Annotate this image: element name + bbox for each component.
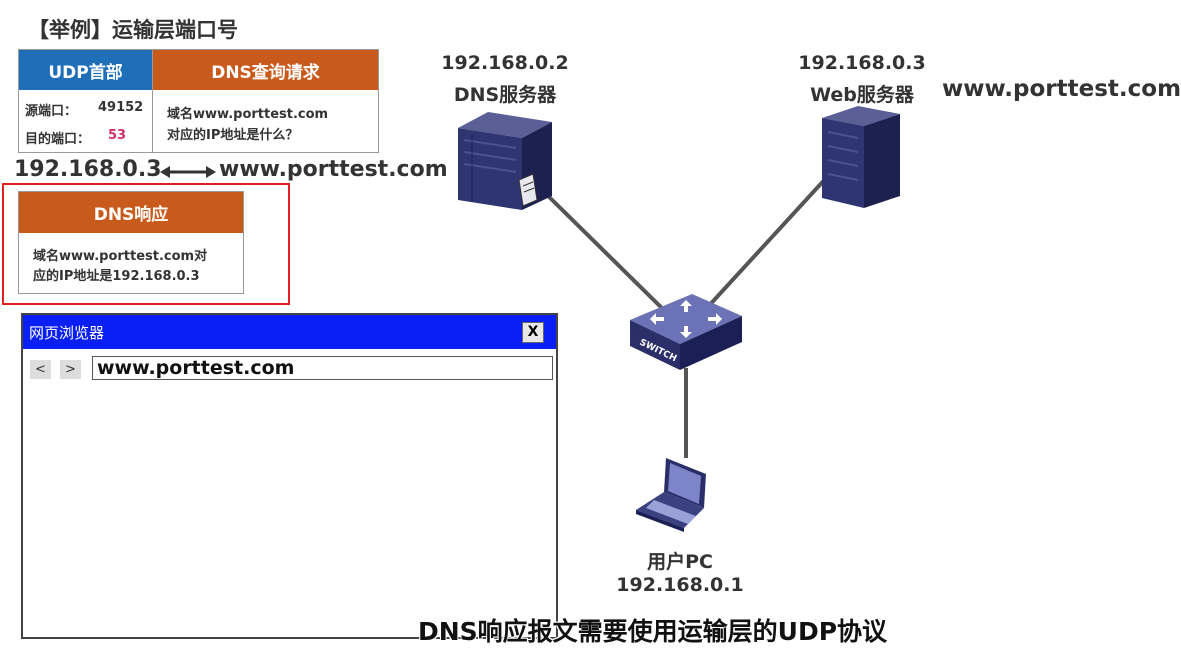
- link-web-switch: [703, 174, 830, 312]
- highlight-box: [2, 183, 290, 305]
- dns-server-icon: [458, 112, 552, 210]
- laptop-icon: [636, 458, 706, 532]
- page-title: 【举例】运输层端口号: [28, 18, 238, 42]
- dst-port-value: 53: [108, 128, 127, 143]
- browser-window: 网页浏览器 X < > www.porttest.com: [21, 313, 558, 639]
- switch-icon: SWITCH: [630, 294, 742, 370]
- web-server-domain: www.porttest.com: [942, 76, 1181, 102]
- address-bar[interactable]: www.porttest.com: [92, 356, 553, 380]
- src-port-label: 源端口：: [25, 104, 78, 119]
- packet-divider: [152, 50, 153, 152]
- pc-ip: 192.168.0.1: [616, 574, 744, 596]
- web-server-ip: 192.168.0.3: [798, 52, 926, 74]
- double-arrow-icon: [160, 166, 216, 178]
- mapping-domain: www.porttest.com: [219, 157, 448, 182]
- dns-response-header: DNS响应: [19, 192, 243, 233]
- udp-packet: UDP首部 DNS查询请求 源端口： 49152 目的端口： 53 域名www.…: [18, 49, 379, 153]
- dns-query-line-2: 对应的IP地址是什么？: [167, 128, 299, 143]
- src-port-value: 49152: [98, 100, 144, 115]
- dns-query-line-1: 域名www.porttest.com: [167, 107, 329, 122]
- mapping-ip: 192.168.0.3: [14, 157, 162, 182]
- close-button[interactable]: X: [522, 322, 544, 343]
- dns-response-box: DNS响应 域名www.porttest.com对 应的IP地址是192.168…: [18, 191, 244, 294]
- udp-header-label: UDP首部: [19, 50, 152, 90]
- dns-server-ip: 192.168.0.2: [441, 52, 569, 74]
- web-server-name: Web服务器: [810, 84, 914, 106]
- pc-name: 用户PC: [647, 551, 713, 573]
- link-dns-switch: [536, 184, 674, 320]
- video-subtitle: DNS响应报文需要使用运输层的UDP协议: [418, 617, 888, 646]
- dns-response-line-1: 域名www.porttest.com对: [33, 249, 208, 264]
- dns-server-name: DNS服务器: [453, 84, 557, 106]
- dst-port-label: 目的端口：: [25, 132, 91, 147]
- dns-response-line-2: 应的IP地址是192.168.0.3: [33, 269, 200, 284]
- browser-title: 网页浏览器: [29, 324, 105, 342]
- web-server-icon: [822, 106, 900, 208]
- forward-button[interactable]: >: [60, 360, 81, 379]
- dns-query-header-label: DNS查询请求: [153, 50, 378, 90]
- browser-title-bar: 网页浏览器 X: [23, 315, 556, 349]
- back-button[interactable]: <: [30, 360, 51, 379]
